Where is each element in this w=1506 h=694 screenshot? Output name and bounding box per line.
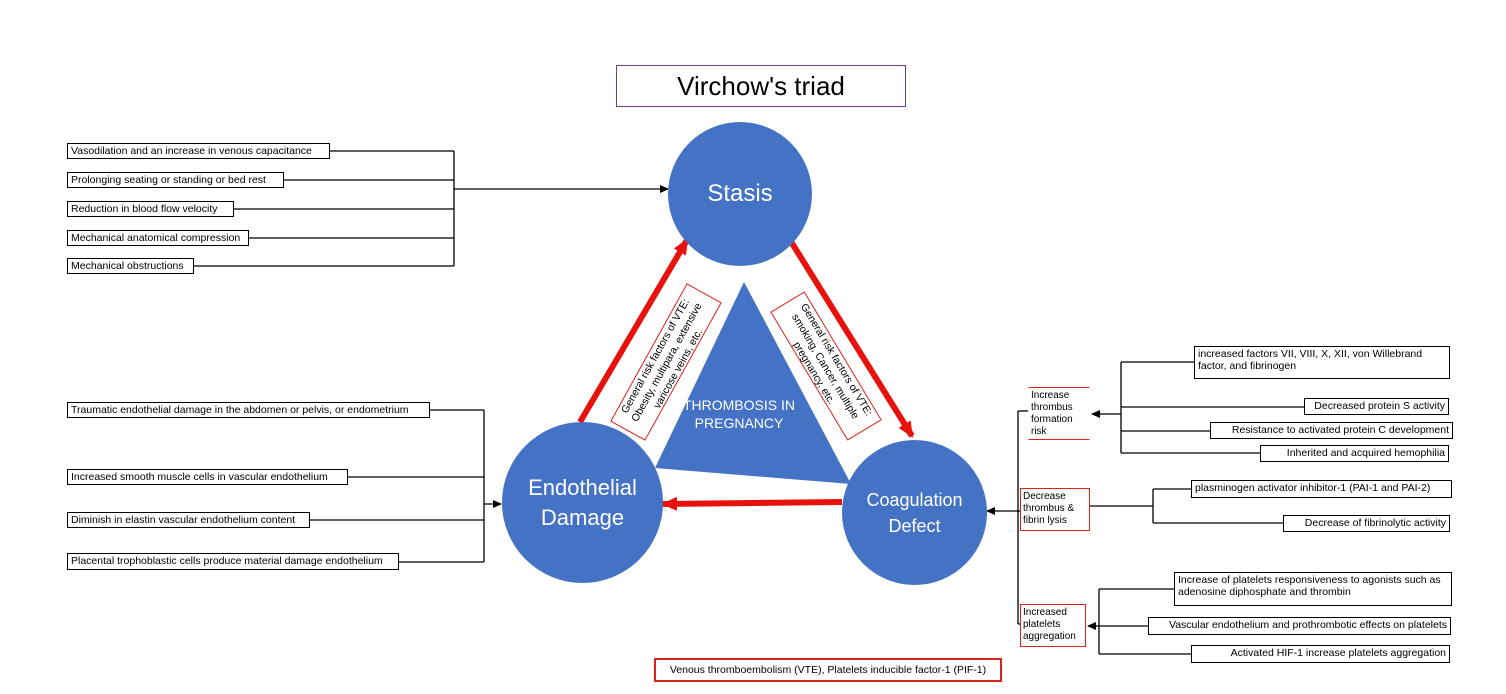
center-label: THROMBOSIS IN PREGNANCY <box>682 397 795 431</box>
endothelial-factor: Traumatic endothelial damage in the abdo… <box>67 402 430 418</box>
coag-group-label: Increased platelets aggregation <box>1020 604 1086 647</box>
arrow-endothelial-to-stasis <box>577 238 690 424</box>
coagulation-connectors <box>986 361 1305 655</box>
node-stasis-label: Stasis <box>707 180 773 207</box>
node-coagulation-defect: Coagulation Defect <box>842 440 987 585</box>
stasis-factor: Prolonging seating or standing or bed re… <box>67 172 284 188</box>
coag-factor: Vascular endothelium and prothrombotic e… <box>1148 617 1451 635</box>
arrow-stasis-to-coagulation <box>787 238 915 438</box>
stasis-factor: Reduction in blood flow velocity <box>67 201 234 217</box>
node-stasis: Stasis <box>668 122 812 266</box>
coag-factor: Activated HIF-1 increase platelets aggre… <box>1191 645 1450 663</box>
abbreviation-legend: Venous thromboembolism (VTE), Platelets … <box>654 658 1002 682</box>
center-triangle <box>655 282 851 484</box>
node-endothelial-label: Endothelial Damage <box>528 474 637 530</box>
stasis-factor: Mechanical anatomical compression <box>67 230 249 246</box>
endothelial-factor: Increased smooth muscle cells in vascula… <box>67 469 348 485</box>
coag-group-label: Decrease thrombus & fibrin lysis <box>1020 488 1090 531</box>
coag-factor: Decreased protein S activity <box>1304 398 1449 415</box>
stasis-factor: Mechanical obstructions <box>67 258 194 274</box>
endothelial-factor: Diminish in elastin vascular endothelium… <box>67 512 310 528</box>
coag-factor: Inherited and acquired hemophilia <box>1260 445 1449 462</box>
coag-group-label: Increase thrombus formation risk <box>1028 387 1090 440</box>
coag-factor: Increase of platelets responsiveness to … <box>1174 572 1452 606</box>
stasis-factor: Vasodilation and an increase in venous c… <box>67 143 330 159</box>
node-endothelial-damage: Endothelial Damage <box>502 422 663 583</box>
coag-factor: Resistance to activated protein C develo… <box>1210 422 1453 439</box>
endothelial-connectors <box>310 409 502 563</box>
coag-factor: plasminogen activator inhibitor-1 (PAI-1… <box>1191 480 1452 498</box>
endothelial-factor: Placental trophoblastic cells produce ma… <box>67 553 399 570</box>
coag-factor: Decrease of fibrinolytic activity <box>1283 515 1450 532</box>
arrow-coagulation-to-endothelial <box>661 496 843 511</box>
stasis-connectors <box>194 150 669 267</box>
diagram-title: Virchow's triad <box>616 65 906 107</box>
node-coagulation-label: Coagulation Defect <box>866 489 963 536</box>
coag-factor: increased factors VII, VIII, X, XII, von… <box>1194 346 1450 379</box>
